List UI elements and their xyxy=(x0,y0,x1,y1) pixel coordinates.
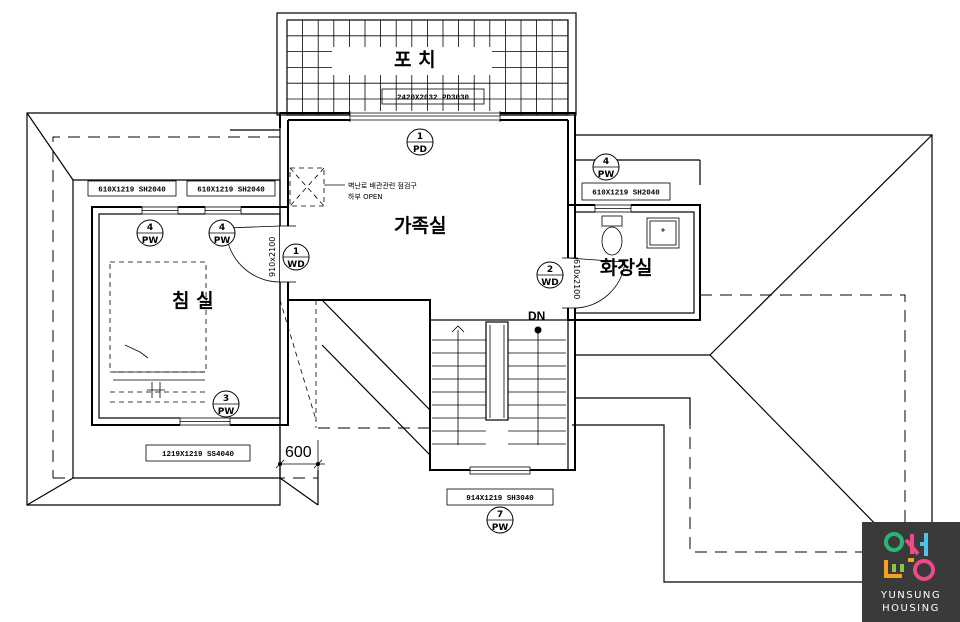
window-label-bath: 610X1219 SH2040 xyxy=(581,182,671,201)
tag-code: WD xyxy=(541,278,558,288)
roof-right xyxy=(230,129,933,583)
tag-t2: 4PW xyxy=(592,153,620,181)
tag-number: 4 xyxy=(219,223,225,233)
door-size-wd1: 910x2100 xyxy=(268,237,277,277)
tag-code: PW xyxy=(598,170,615,180)
tag-number: 7 xyxy=(497,510,503,520)
bench-furniture xyxy=(110,344,206,403)
tag-t5: 1WD xyxy=(282,243,310,271)
tag-t4: 4PW xyxy=(208,219,236,247)
door-size-wd2: 610x2100 xyxy=(572,259,581,299)
tag-t8: 7PW xyxy=(486,506,514,534)
svg-text:1219X1219 SS4040: 1219X1219 SS4040 xyxy=(162,451,235,459)
tag-number: 4 xyxy=(603,157,609,167)
dimension-600: 600 xyxy=(275,440,325,480)
stair-treads xyxy=(432,339,566,445)
svg-text:610X1219 SH2040: 610X1219 SH2040 xyxy=(592,190,660,198)
tag-t3: 4PW xyxy=(136,219,164,247)
family-room xyxy=(279,111,576,471)
tag-number: 2 xyxy=(547,265,553,275)
tag-number: 1 xyxy=(293,247,299,257)
window-label-stair: 914X1219 SH3040 xyxy=(446,488,554,506)
window-label-bed-1: 610X1219 SH2040 xyxy=(87,180,177,197)
logo-mark-icon xyxy=(884,532,935,581)
dimension-text: 600 xyxy=(285,444,312,461)
eave-dashed-lines xyxy=(52,136,906,553)
window-label-porch-door: 2420X2032 PD3030 xyxy=(381,88,485,105)
stair-down-label: DN xyxy=(528,309,545,323)
room-label-bedroom: 침 실 xyxy=(172,290,214,312)
room-label-family-room: 가족실 xyxy=(394,215,446,237)
tag-t7: 3PW xyxy=(212,390,240,418)
tag-number: 1 xyxy=(417,132,423,142)
room-label-bathroom: 화장실 xyxy=(600,257,652,279)
tag-t1: 1PD xyxy=(406,128,434,156)
attic-note-line1: 벽난로 배관관련 점검구 xyxy=(348,181,417,190)
tag-code: PW xyxy=(142,236,159,246)
staircase xyxy=(429,319,569,476)
svg-text:914X1219 SH3040: 914X1219 SH3040 xyxy=(466,495,534,503)
tag-t6: 2WD xyxy=(536,261,564,289)
bathroom xyxy=(562,203,701,321)
tag-code: PW xyxy=(214,236,231,246)
tag-code: PW xyxy=(492,523,509,533)
window-label-bed-bottom: 1219X1219 SS4040 xyxy=(145,444,251,462)
svg-text:2420X2032 PD3030: 2420X2032 PD3030 xyxy=(397,95,470,103)
tag-number: 4 xyxy=(147,223,153,233)
attic-note-line2: 하부 OPEN xyxy=(348,192,383,201)
svg-text:610X1219 SH2040: 610X1219 SH2040 xyxy=(98,187,166,195)
room-label-porch: 포 치 xyxy=(394,49,436,71)
bedroom xyxy=(91,205,317,428)
tag-code: PD xyxy=(413,145,427,155)
window-label-bed-2: 610X1219 SH2040 xyxy=(186,180,276,197)
tag-code: PW xyxy=(218,407,235,417)
logo-text-line2: HOUSING xyxy=(882,603,940,614)
tag-code: WD xyxy=(287,260,304,270)
porch xyxy=(276,12,577,116)
yunsung-housing-logo: YUNSUNG HOUSING xyxy=(862,522,960,622)
roof-left xyxy=(26,112,319,506)
logo-text-line1: YUNSUNG xyxy=(880,590,942,601)
tag-number: 3 xyxy=(223,394,229,404)
svg-text:610X1219 SH2040: 610X1219 SH2040 xyxy=(197,187,265,195)
